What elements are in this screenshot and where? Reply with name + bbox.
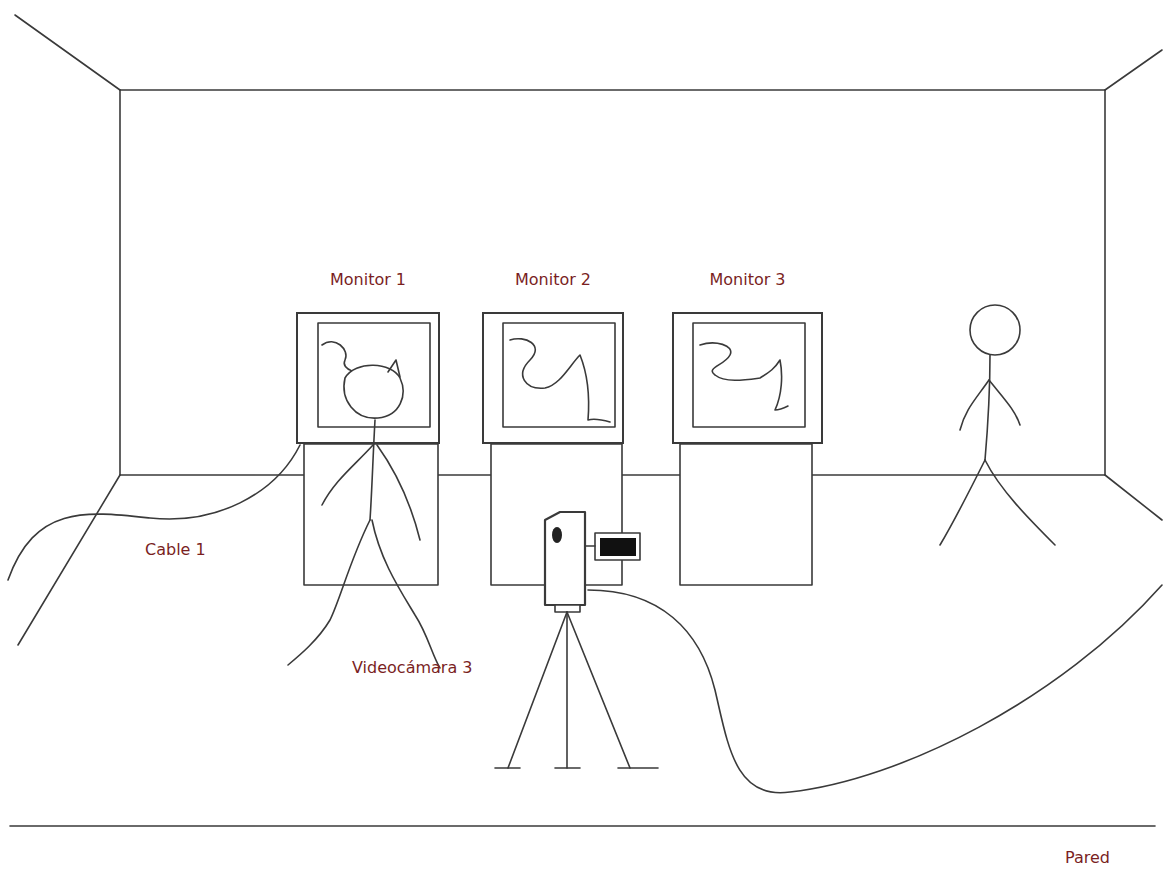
monitor-label: Monitor 3 [672, 270, 823, 290]
monitor-label: Monitor 2 [482, 270, 624, 290]
part-label: Cable 1 [145, 540, 206, 560]
monitor-box: Monitor 2 [482, 270, 624, 444]
monitor-label: Monitor 1 [296, 270, 440, 290]
monitor-frame [672, 312, 823, 444]
part-label: Videocámara 3 [352, 658, 472, 678]
monitor-box: Monitor 1 [296, 270, 440, 444]
monitor-frame [296, 312, 440, 444]
part-label: Pared [1065, 848, 1110, 868]
monitor-box: Monitor 3 [672, 270, 823, 444]
monitor-frame [482, 312, 624, 444]
